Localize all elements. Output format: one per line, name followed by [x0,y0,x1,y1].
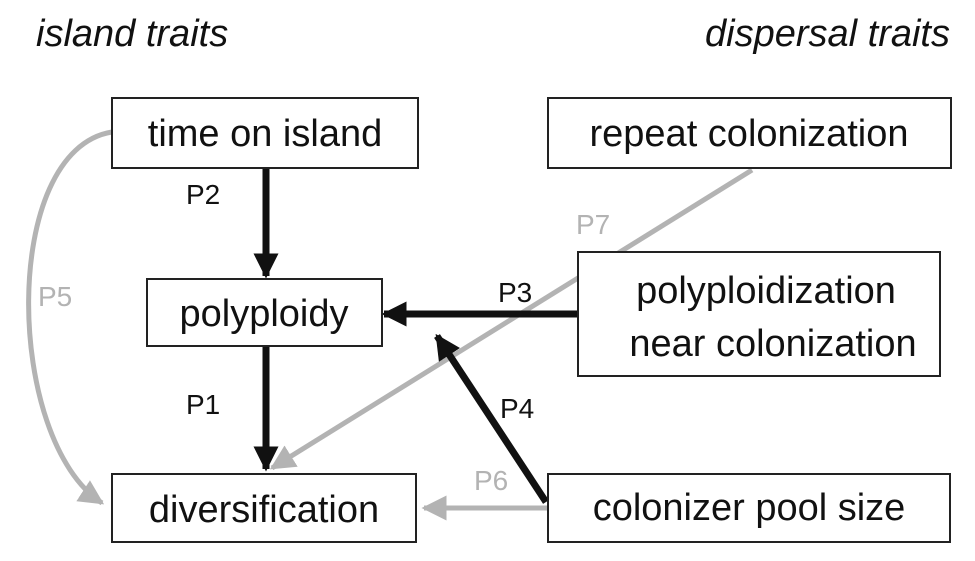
edge-p4-line [434,333,549,504]
edge-p4: P4 [434,333,549,504]
edge-p2: P2 [186,168,279,279]
node-polyploidy-box [146,278,383,347]
node-diversification: diversification [111,473,417,543]
node-polyploidization: polyploidization near colonization [577,251,941,377]
node-time-on-island-label: time on island [148,113,382,155]
edge-p4-label: P4 [500,393,534,424]
node-polyploidization-label-line2: near colonization [629,323,916,365]
edge-p7: P7 [269,167,754,471]
island-traits-heading: island traits [36,13,228,55]
node-diversification-box [111,473,417,543]
edge-p5: P5 [26,129,113,506]
node-colonizer-pool-size: colonizer pool size [547,473,951,543]
edge-p6-label: P6 [474,465,508,496]
edge-p3-label: P3 [498,277,532,308]
node-repeat-colonization-box [547,97,952,169]
node-time-on-island: time on island [111,97,419,169]
edge-p5-line [26,129,113,506]
node-polyploidization-box [577,251,941,377]
edge-p5-label: P5 [38,281,72,312]
node-repeat-colonization: repeat colonization [547,97,952,169]
edge-p7-label: P7 [576,209,610,240]
edge-p3: P3 [381,277,578,327]
edge-p1: P1 [186,346,279,472]
node-colonizer-pool-size-label: colonizer pool size [593,487,906,529]
dispersal-traits-heading: dispersal traits [705,13,950,55]
edge-p7-line [269,167,754,471]
edge-p1-label: P1 [186,389,220,420]
node-polyploidy-label: polyploidy [180,293,349,335]
node-time-on-island-box [111,97,419,169]
node-repeat-colonization-label: repeat colonization [590,113,909,155]
node-colonizer-pool-size-box [547,473,951,543]
node-polyploidization-label-line1: polyploidization [636,270,896,312]
edge-p6: P6 [421,465,548,521]
node-polyploidy: polyploidy [146,278,383,347]
edge-p2-label: P2 [186,179,220,210]
node-diversification-label: diversification [149,489,379,531]
